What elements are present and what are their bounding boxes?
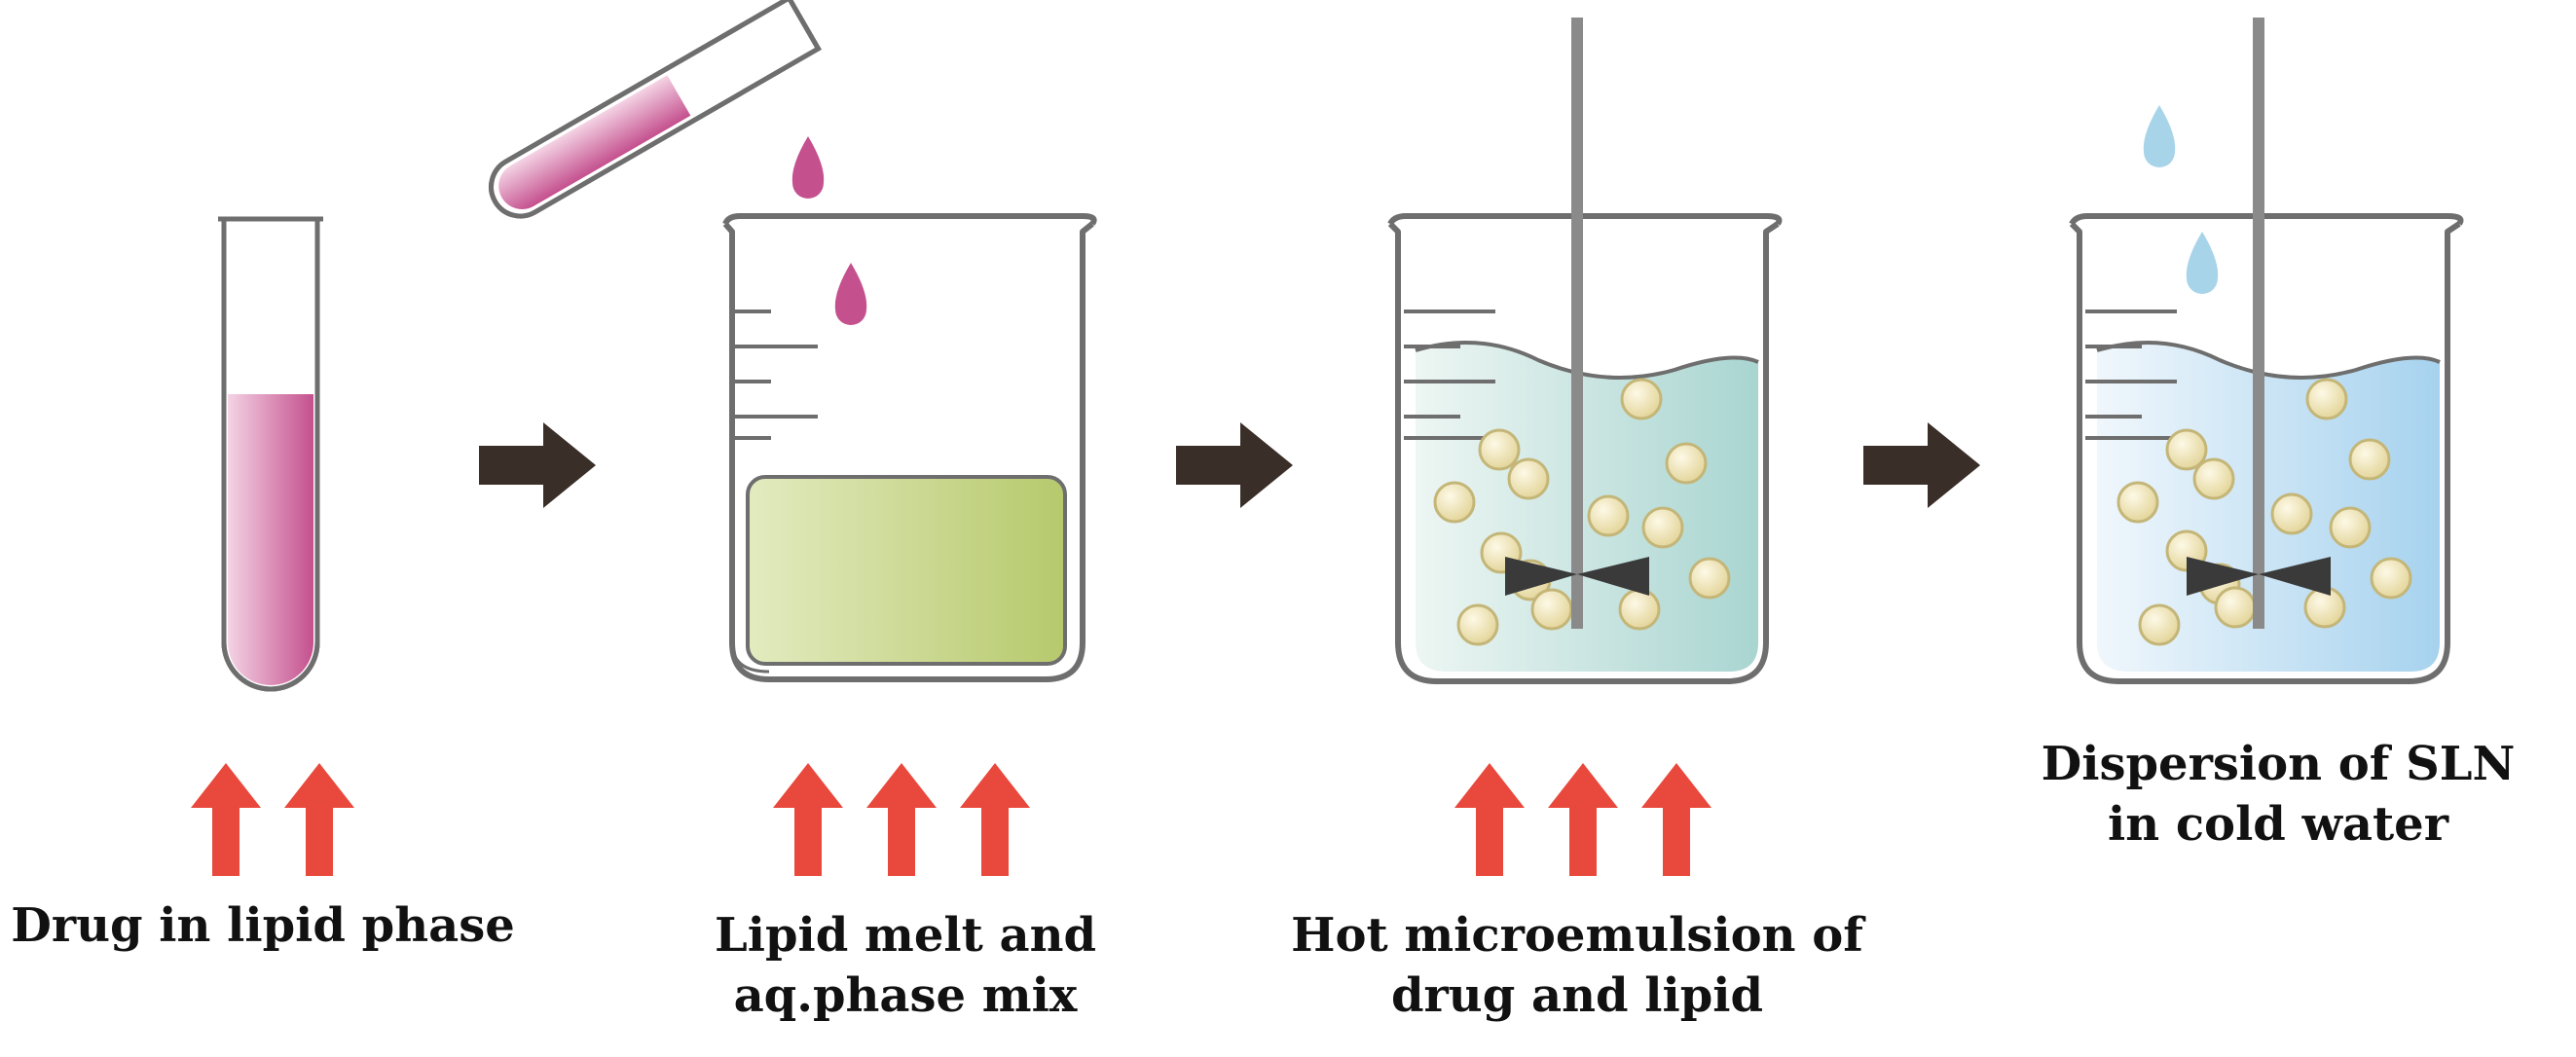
heat-arrows [191, 763, 1711, 876]
step-2-label-line-2: aq.phase mix [733, 968, 1078, 1023]
heat-arrow-icon [191, 763, 261, 876]
step-4-label-line-2: in cold water [2107, 797, 2448, 852]
water-drop-icon [2186, 232, 2219, 294]
lipid-droplets [1433, 378, 1731, 646]
pouring-test-tube-icon [489, 0, 822, 219]
step-1-label-line-1: Drug in lipid phase [11, 898, 515, 953]
step-4-beaker-icon [2069, 213, 2464, 684]
process-arrow-icon [479, 422, 596, 508]
step-3-label: Hot microemulsion of drug and lipid [1266, 905, 1889, 1026]
step-4-label: Dispersion of SLN in cold water [2025, 734, 2531, 855]
water-drop-icon [2143, 105, 2176, 167]
step-1-label: Drug in lipid phase [0, 895, 526, 956]
step-1-test-tube-icon [218, 216, 323, 692]
heat-arrow-icon [1641, 763, 1711, 876]
step-2-label: Lipid melt and aq.phase mix [672, 905, 1139, 1026]
stirrer-icon [2187, 18, 2331, 629]
heat-arrow-icon [773, 763, 843, 876]
sln-particles [2116, 378, 2412, 646]
drug-drop-icon [791, 136, 825, 199]
step-2-label-line-1: Lipid melt and [714, 908, 1097, 963]
drug-drop-icon [834, 263, 867, 325]
heat-arrow-icon [1454, 763, 1525, 876]
step-4-label-line-1: Dispersion of SLN [2041, 737, 2516, 791]
step-2-beaker-icon [722, 213, 1097, 682]
heat-arrow-icon [284, 763, 354, 876]
heat-arrow-icon [1548, 763, 1618, 876]
step-3-label-line-2: drug and lipid [1390, 968, 1764, 1023]
heat-arrow-icon [960, 763, 1030, 876]
stirrer-icon [1505, 18, 1649, 629]
step-3-beaker-icon [1387, 213, 1783, 684]
heat-arrow-icon [866, 763, 937, 876]
process-arrow-icon [1176, 422, 1293, 508]
process-arrow-icon [1863, 422, 1980, 508]
step-3-label-line-1: Hot microemulsion of [1291, 908, 1863, 963]
